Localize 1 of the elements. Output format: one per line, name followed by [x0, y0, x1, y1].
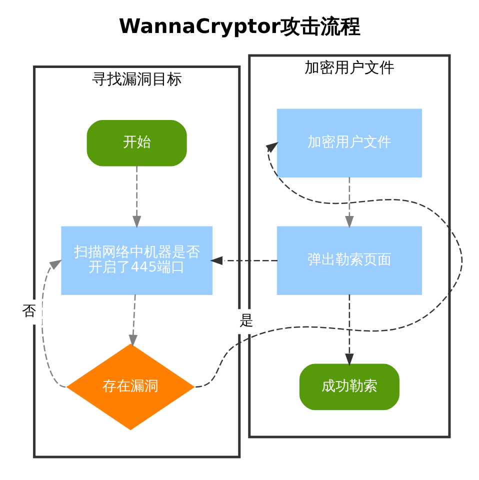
diagram-title: WannaCryptor攻击流程: [118, 14, 361, 38]
